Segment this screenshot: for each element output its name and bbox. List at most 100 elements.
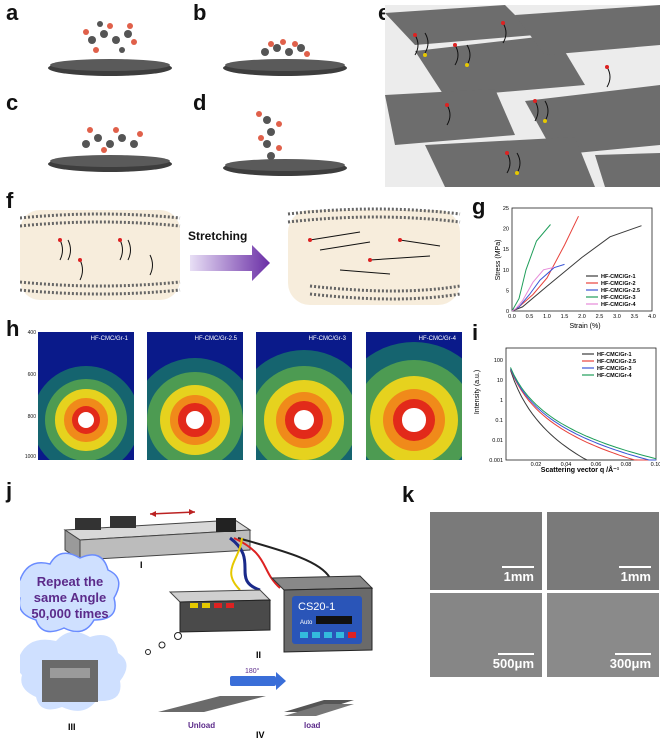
sem-scale-label: 500μm bbox=[492, 656, 534, 671]
saxs-intensity-chart: Intensity (a.u.) Scattering vector q /Å⁻… bbox=[474, 347, 660, 474]
panel-label-g: g bbox=[472, 194, 486, 219]
i-ytick: 10 bbox=[497, 378, 503, 384]
i-legend-label: HF-CMC/Gr-2.5 bbox=[597, 359, 636, 365]
h-axis-tick: 600 bbox=[27, 372, 36, 378]
g-series-line bbox=[511, 224, 551, 312]
sem-image-1: 1mm bbox=[430, 512, 542, 590]
sem-image-2: 1mm bbox=[547, 512, 659, 590]
g-series-line bbox=[511, 225, 642, 312]
panel-label-c: c bbox=[6, 90, 19, 115]
sem-scale-label: 300μm bbox=[609, 656, 651, 671]
scattering-image: HF-CMC/Gr-3 bbox=[256, 332, 352, 460]
g-xtick: 2.5 bbox=[596, 314, 604, 320]
g-xtick: 1.0 bbox=[543, 314, 551, 320]
scale-bar bbox=[498, 653, 534, 655]
unload-label: Unload bbox=[188, 721, 215, 730]
roman-III: III bbox=[68, 722, 76, 732]
i-xtick: 0.04 bbox=[561, 462, 572, 468]
g-plot-frame bbox=[511, 207, 653, 312]
graphene-network-e bbox=[385, 5, 660, 187]
scale-bar bbox=[619, 566, 651, 568]
g-series-line bbox=[511, 263, 565, 312]
panel-label-b: b bbox=[193, 0, 207, 25]
g-legend-label: HF-CMC/Gr-2.5 bbox=[601, 288, 640, 294]
i-ylabel: Intensity (a.u.) bbox=[474, 370, 481, 414]
sem-scale-label: 1mm bbox=[503, 569, 534, 584]
roman-IV: IV bbox=[256, 730, 265, 740]
g-series-line bbox=[511, 266, 555, 312]
g-ytick: 20 bbox=[503, 227, 509, 233]
h-axis-tick: 400 bbox=[27, 330, 36, 336]
i-ytick: 100 bbox=[494, 358, 503, 364]
g-ylabel: Stress (MPa) bbox=[495, 240, 502, 281]
sem-image-4: 300μm bbox=[547, 593, 659, 677]
molecule-on-graphene-c bbox=[48, 127, 172, 172]
i-series-line bbox=[510, 367, 657, 460]
i-legend-label: HF-CMC/Gr-4 bbox=[597, 373, 632, 379]
g-xtick: 2.0 bbox=[578, 314, 586, 320]
i-plot-frame bbox=[505, 347, 657, 461]
g-xtick: 0.0 bbox=[508, 314, 516, 320]
device-name: CS20-1 bbox=[298, 601, 335, 613]
g-ytick: 0 bbox=[506, 309, 509, 315]
panel-label-d: d bbox=[193, 90, 207, 115]
g-ytick: 15 bbox=[503, 247, 509, 253]
i-ytick: 0.001 bbox=[489, 458, 503, 464]
g-ytick: 5 bbox=[506, 288, 509, 294]
device-mode: Auto bbox=[300, 620, 313, 626]
i-series-line bbox=[510, 368, 657, 461]
i-ytick: 0.01 bbox=[492, 438, 503, 444]
i-xtick: 0.10 bbox=[651, 462, 660, 468]
i-xtick: 0.08 bbox=[621, 462, 632, 468]
g-legend-label: HF-CMC/Gr-2 bbox=[601, 281, 636, 287]
g-legend-label: HF-CMC/Gr-3 bbox=[601, 295, 636, 301]
g-legend-label: HF-CMC/Gr-4 bbox=[601, 302, 636, 308]
i-legend-label: HF-CMC/Gr-1 bbox=[597, 352, 632, 358]
i-series-line bbox=[510, 370, 657, 461]
i-xtick: 0.06 bbox=[591, 462, 602, 468]
molecule-on-graphene-a bbox=[48, 21, 172, 76]
scattering-image-title: HF-CMC/Gr-1 bbox=[90, 336, 128, 342]
h-axis-tick: 1000 bbox=[24, 454, 36, 460]
g-ytick: 10 bbox=[503, 268, 509, 274]
panel-label-k: k bbox=[402, 482, 415, 507]
panel-label-i: i bbox=[472, 320, 479, 345]
h-axis-tick: 800 bbox=[27, 414, 36, 420]
scattering-image-title: HF-CMC/Gr-2.5 bbox=[194, 336, 237, 342]
panel-label-a: a bbox=[6, 0, 19, 25]
scattering-image: HF-CMC/Gr-1 bbox=[38, 332, 134, 460]
i-ytick: 0.1 bbox=[495, 418, 503, 424]
h-axis: 400 600 800 1000 bbox=[12, 330, 38, 460]
bending-test-setup-j: CS20-1 Auto 180° Unload load I II III IV bbox=[20, 509, 374, 740]
i-xlabel: Scattering vector q /Å⁻¹ bbox=[541, 465, 620, 474]
g-xtick: 3.5 bbox=[631, 314, 639, 320]
scattering-image-title: HF-CMC/Gr-3 bbox=[308, 336, 346, 342]
scale-bar bbox=[502, 566, 534, 568]
molecule-on-graphene-d bbox=[223, 111, 347, 176]
g-xtick: 3.0 bbox=[613, 314, 621, 320]
scattering-image: HF-CMC/Gr-4 bbox=[366, 332, 462, 460]
panel-label-f: f bbox=[6, 188, 14, 213]
panel-label-h: h bbox=[6, 316, 20, 341]
i-ytick: 1 bbox=[500, 398, 503, 404]
sem-image-3: 500μm bbox=[430, 593, 542, 677]
roman-II: II bbox=[256, 650, 261, 660]
g-xlabel: Strain (%) bbox=[569, 323, 600, 330]
stretching-label: Stretching bbox=[188, 229, 247, 243]
g-xtick: 4.0 bbox=[648, 314, 656, 320]
load-label: load bbox=[304, 721, 321, 730]
i-series-line bbox=[510, 369, 657, 461]
sem-scale-label: 1mm bbox=[620, 569, 651, 584]
i-xtick: 0.02 bbox=[531, 462, 542, 468]
molecule-on-graphene-b bbox=[223, 39, 347, 76]
scattering-image: HF-CMC/Gr-2.5 bbox=[147, 332, 243, 460]
roman-I: I bbox=[140, 560, 143, 570]
repeat-cloud-text: Repeat the same Angle 50,000 times bbox=[31, 574, 109, 621]
g-legend-label: HF-CMC/Gr-1 bbox=[601, 274, 636, 280]
g-ytick: 25 bbox=[503, 206, 509, 212]
scale-bar bbox=[615, 653, 651, 655]
stretching-diagram-f: Stretching bbox=[20, 207, 461, 305]
panel-label-j: j bbox=[6, 478, 13, 503]
g-xtick: 0.5 bbox=[526, 314, 534, 320]
